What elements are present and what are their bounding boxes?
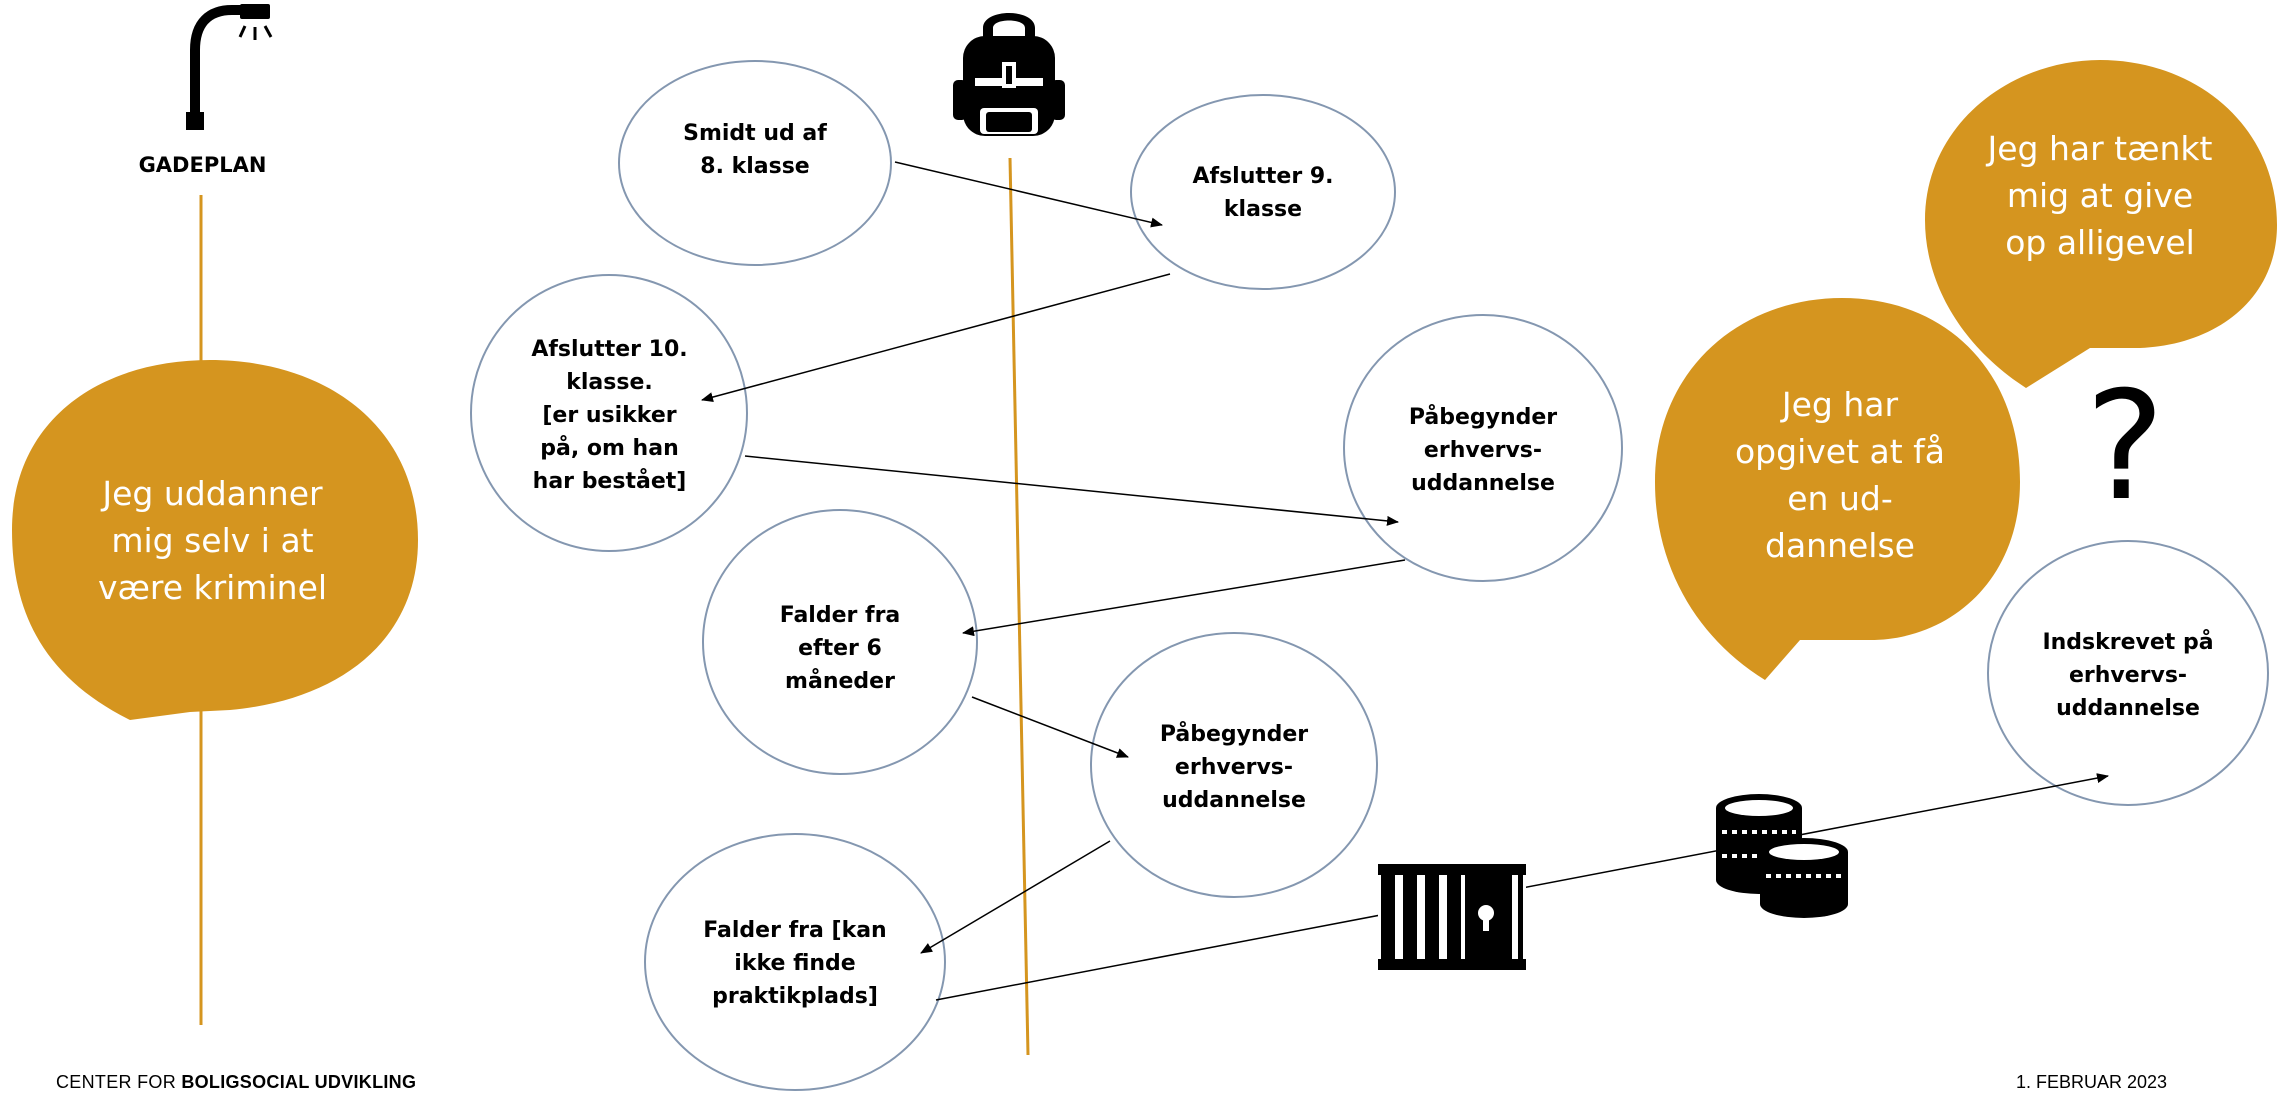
arrow-3 <box>744 455 1399 526</box>
school-timeline <box>1008 157 1030 1056</box>
node-label-smidt-ud: Smidt ud af 8. klasse <box>683 121 827 179</box>
node-afslutter-9 <box>1130 94 1396 290</box>
node-label-paabegynder-1: Påbegynder erhvervs- uddannelse <box>1408 404 1558 496</box>
node-paabegynder-2 <box>1090 632 1378 898</box>
node-label-falder-fra-6: Falder fra efter 6 måneder <box>779 602 901 694</box>
node-label-paabegynder-2: Påbegynder erhvervs- uddannelse <box>1159 721 1309 813</box>
gadeplan-label: GADEPLAN <box>138 153 267 177</box>
node-falder-fra-praktik <box>644 833 946 1091</box>
coins-icon <box>1716 794 1848 918</box>
speech-text-give-op: Jeg har tænkt mig at give op alligevel <box>1987 128 2213 262</box>
node-label-indskrevet: Indskrevet på erhvervs- uddannelse <box>2042 629 2214 721</box>
speech-bubble-kriminel <box>12 360 418 720</box>
footer-organization: CENTER FOR BOLIGSOCIAL UDVIKLING <box>56 1072 416 1093</box>
arrow-6 <box>920 840 1111 954</box>
node-afslutter-10 <box>470 274 748 552</box>
arrow-4 <box>962 559 1406 637</box>
question-mark-icon: ? <box>2085 360 2165 534</box>
speech-bubble-opgivet <box>1655 298 2020 680</box>
arrow-2 <box>701 273 1171 402</box>
footer-date: 1. FEBRUAR 2023 <box>2016 1072 2168 1092</box>
node-label-afslutter-10: Afslutter 10. klasse. [er usikker på, om… <box>531 336 688 494</box>
footer-org-prefix: CENTER FOR <box>56 1072 182 1092</box>
speech-text-opgivet: Jeg har opgivet at få en ud- dannelse <box>1734 385 1945 565</box>
arrow-5 <box>971 696 1129 758</box>
node-smidt-ud <box>618 60 892 266</box>
street-lamp-icon <box>186 4 273 130</box>
footer-org-name: BOLIGSOCIAL UDVIKLING <box>181 1072 417 1092</box>
node-falder-fra-6 <box>702 509 978 775</box>
node-label-afslutter-9: Afslutter 9. klasse <box>1192 164 1334 222</box>
node-paabegynder-1 <box>1343 314 1623 582</box>
arrow-1 <box>894 161 1163 228</box>
node-indskrevet <box>1987 540 2269 806</box>
speech-bubble-give-op <box>1925 60 2277 388</box>
speech-text-kriminel: Jeg uddanner mig selv i at være kriminel <box>97 473 328 607</box>
backpack-icon <box>953 13 1065 136</box>
jail-icon <box>1378 864 1526 970</box>
node-label-falder-fra-praktik: Falder fra [kan ikke finde praktikplads] <box>703 917 887 1009</box>
